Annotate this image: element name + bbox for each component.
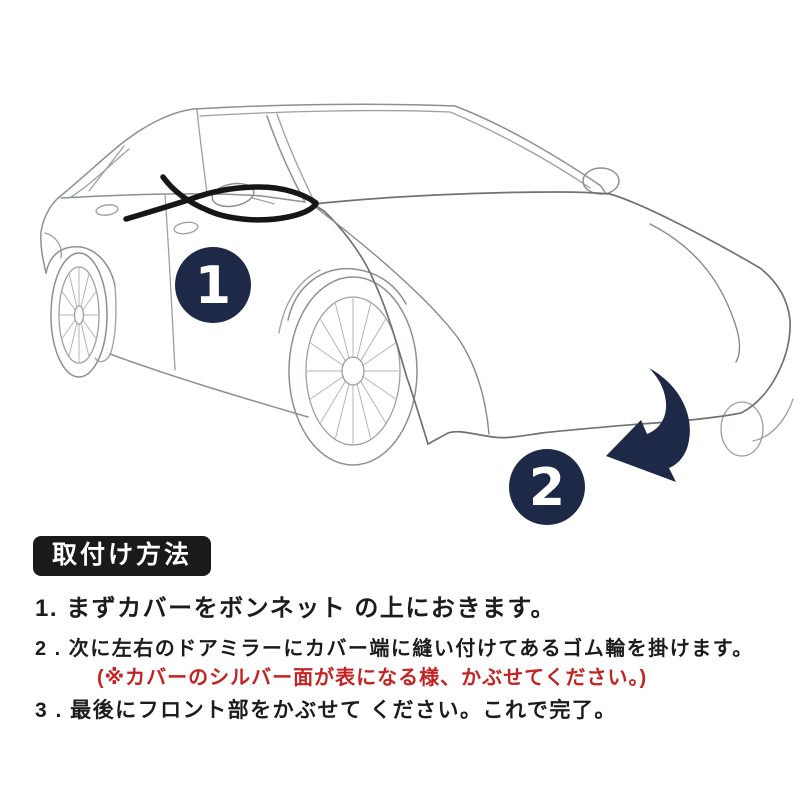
- front-left-wheel: [288, 276, 418, 466]
- rear-wheel: [50, 252, 108, 378]
- step-2-marker: 2: [509, 449, 585, 525]
- instruction-step-2: 2 . 次に左右のドアミラーにカバー端に縫い付けてあるゴム輪を掛けます。: [35, 638, 754, 660]
- step-1-marker: 1: [175, 247, 251, 323]
- instruction-step-3: 3 . 最後にフロント部をかぶせて ください。これで完了。: [35, 699, 617, 722]
- svg-text:2: 2: [529, 458, 565, 518]
- instruction-step-1: 1. まずカバーをボンネット の上におきます。: [35, 595, 556, 622]
- install-method-badge: 取付け方法: [33, 536, 212, 576]
- front-right-wheel: [720, 398, 794, 457]
- elastic-band-icon: [123, 174, 319, 223]
- cover-crease-hood: [649, 223, 741, 363]
- rotate-arrow-icon: [606, 368, 690, 482]
- car-cover-diagram: 1 2: [40, 103, 794, 525]
- car-cover: [310, 191, 791, 446]
- instruction-note-red: (※カバーのシルバー面が表になる様、かぶせてください。): [97, 667, 648, 689]
- svg-text:1: 1: [195, 256, 231, 316]
- right-mirror: [582, 167, 620, 195]
- car-outline: [40, 103, 607, 418]
- cover-crease-front: [313, 205, 490, 435]
- left-mirror: [211, 182, 275, 208]
